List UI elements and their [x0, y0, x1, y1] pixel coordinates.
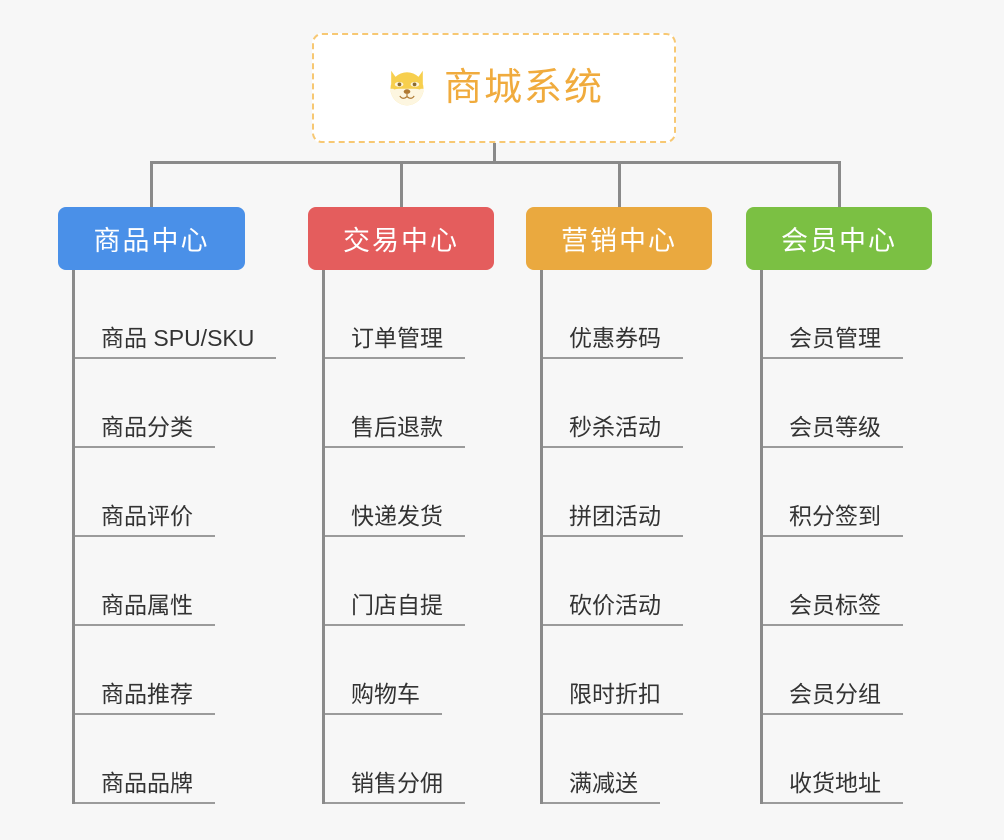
leaf-label: 拼团活动: [543, 503, 683, 537]
branch-column-4: 会员中心 会员管理 会员等级 积分签到 会员标签 会员分组 收货地址: [746, 207, 932, 804]
branch-header-1[interactable]: 商品中心: [58, 207, 245, 270]
list-item[interactable]: 秒杀活动: [543, 359, 712, 448]
leaf-label: 订单管理: [325, 325, 465, 359]
list-item[interactable]: 门店自提: [325, 537, 494, 626]
list-item[interactable]: 商品分类: [75, 359, 276, 448]
leaf-label: 会员标签: [763, 592, 903, 626]
list-item[interactable]: 会员管理: [763, 270, 932, 359]
list-item[interactable]: 商品品牌: [75, 715, 276, 804]
branch-column-3: 营销中心 优惠券码 秒杀活动 拼团活动 砍价活动 限时折扣 满减送: [526, 207, 712, 804]
branch-items-2: 订单管理 售后退款 快递发货 门店自提 购物车 销售分佣: [322, 270, 494, 804]
leaf-label: 积分签到: [763, 503, 903, 537]
leaf-label: 会员等级: [763, 414, 903, 448]
leaf-label: 秒杀活动: [543, 414, 683, 448]
list-item[interactable]: 订单管理: [325, 270, 494, 359]
branch-header-3[interactable]: 营销中心: [526, 207, 712, 270]
list-item[interactable]: 会员标签: [763, 537, 932, 626]
leaf-label: 限时折扣: [543, 681, 683, 715]
root-title: 商城系统: [443, 67, 604, 109]
list-item[interactable]: 优惠券码: [543, 270, 712, 359]
list-item[interactable]: 积分签到: [763, 448, 932, 537]
list-item[interactable]: 拼团活动: [543, 448, 712, 537]
branch-items-3: 优惠券码 秒杀活动 拼团活动 砍价活动 限时折扣 满减送: [540, 270, 712, 804]
branch-items-1: 商品 SPU/SKU 商品分类 商品评价 商品属性 商品推荐 商品品牌: [72, 270, 277, 804]
list-item[interactable]: 砍价活动: [543, 537, 712, 626]
branch-header-2[interactable]: 交易中心: [308, 207, 494, 270]
leaf-label: 满减送: [543, 770, 660, 804]
list-item[interactable]: 会员等级: [763, 359, 932, 448]
leaf-label: 商品属性: [75, 592, 215, 626]
connector-root-stem: [493, 143, 496, 163]
leaf-label: 门店自提: [325, 592, 465, 626]
leaf-label: 砍价活动: [543, 592, 683, 626]
list-item[interactable]: 销售分佣: [325, 715, 494, 804]
leaf-label: 商品推荐: [75, 681, 215, 715]
leaf-label: 商品评价: [75, 503, 215, 537]
connector-drop-2: [400, 161, 403, 208]
shiba-dog-face-icon: [390, 70, 424, 106]
connector-drop-4: [838, 161, 841, 208]
list-item[interactable]: 商品推荐: [75, 626, 276, 715]
leaf-label: 收货地址: [763, 770, 903, 804]
list-item[interactable]: 商品评价: [75, 448, 276, 537]
leaf-label: 商品分类: [75, 414, 215, 448]
leaf-label: 售后退款: [325, 414, 465, 448]
list-item[interactable]: 限时折扣: [543, 626, 712, 715]
branch-column-2: 交易中心 订单管理 售后退款 快递发货 门店自提 购物车 销售分佣: [308, 207, 494, 804]
leaf-label: 会员管理: [763, 325, 903, 359]
connector-drop-1: [150, 161, 153, 208]
list-item[interactable]: 购物车: [325, 626, 494, 715]
leaf-label: 优惠券码: [543, 325, 683, 359]
list-item[interactable]: 商品 SPU/SKU: [75, 270, 277, 359]
list-item[interactable]: 会员分组: [763, 626, 932, 715]
leaf-label: 购物车: [325, 681, 442, 715]
list-item[interactable]: 商品属性: [75, 537, 276, 626]
root-node[interactable]: 商城系统: [312, 33, 676, 143]
connector-drop-3: [618, 161, 621, 208]
list-item[interactable]: 收货地址: [763, 715, 932, 804]
leaf-label: 会员分组: [763, 681, 903, 715]
leaf-label: 销售分佣: [325, 770, 465, 804]
list-item[interactable]: 快递发货: [325, 448, 494, 537]
list-item[interactable]: 售后退款: [325, 359, 494, 448]
leaf-label: 快递发货: [325, 503, 465, 537]
connector-horizontal-bus: [150, 161, 840, 164]
list-item[interactable]: 满减送: [543, 715, 712, 804]
leaf-label: 商品 SPU/SKU: [75, 325, 277, 359]
branch-header-4[interactable]: 会员中心: [746, 207, 932, 270]
leaf-label: 商品品牌: [75, 770, 215, 804]
branch-column-1: 商品中心 商品 SPU/SKU 商品分类 商品评价 商品属性 商品推荐 商品品牌: [58, 207, 277, 804]
branch-items-4: 会员管理 会员等级 积分签到 会员标签 会员分组 收货地址: [760, 270, 932, 804]
